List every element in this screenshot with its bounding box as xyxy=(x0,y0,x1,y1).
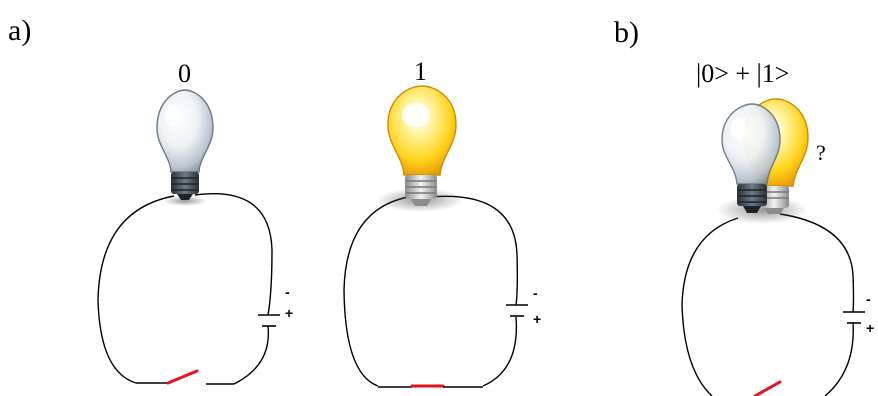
state-label-1: 1 xyxy=(414,57,427,86)
wire-bottom-right xyxy=(482,316,518,387)
wire-left xyxy=(97,195,175,384)
wire-bottom-right xyxy=(824,321,854,396)
battery: - + xyxy=(843,291,874,336)
light-bulb-superposition-icon xyxy=(716,98,809,224)
wire-top-right xyxy=(779,213,855,313)
battery-negative-label: - xyxy=(533,285,538,301)
battery-positive-label: + xyxy=(866,320,874,336)
light-bulb-on-icon xyxy=(376,85,464,212)
panel-label-b: b) xyxy=(614,16,639,49)
circuit-on: - + xyxy=(343,85,541,388)
battery-positive-label: + xyxy=(285,305,293,321)
wire-left xyxy=(681,217,739,396)
battery: - + xyxy=(506,285,541,327)
panel-label-a: a) xyxy=(8,14,31,47)
battery-positive-label: + xyxy=(533,311,541,327)
switch-open xyxy=(753,380,782,396)
wire-left xyxy=(343,195,415,387)
wire-top-right xyxy=(194,193,273,316)
battery-negative-label: - xyxy=(285,284,290,300)
wire-top-right xyxy=(429,195,519,306)
circuit-superposition: - + ? xyxy=(681,98,874,396)
circuit-off: - + xyxy=(97,89,293,385)
state-label-0: 0 xyxy=(178,59,191,88)
unknown-state-mark: ? xyxy=(816,140,826,165)
battery-negative-label: - xyxy=(866,291,871,307)
wire-bottom-right xyxy=(233,325,270,385)
switch-open xyxy=(166,369,199,385)
battery: - + xyxy=(258,284,293,327)
state-label-superposition: |0> + |1> xyxy=(696,59,789,88)
light-bulb-off-icon xyxy=(156,89,214,206)
